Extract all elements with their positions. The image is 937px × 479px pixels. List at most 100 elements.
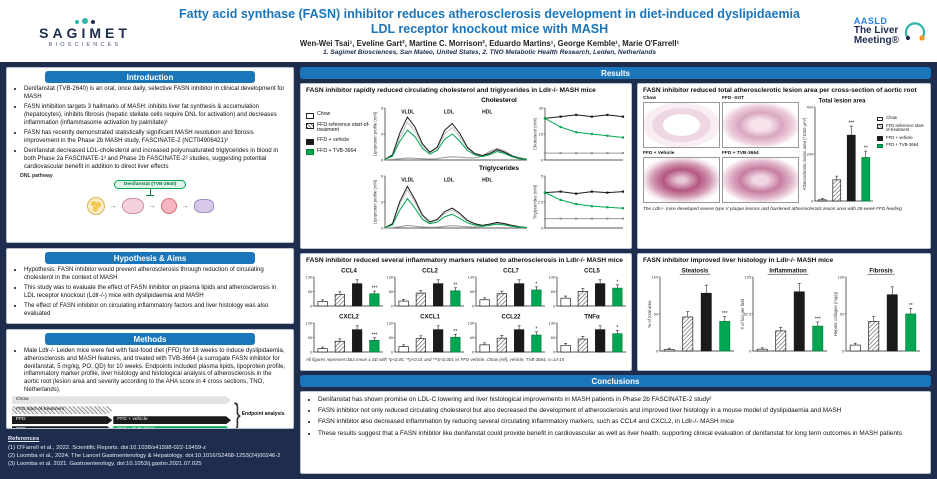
histology-image-cell: FFD + Vehicle (643, 151, 720, 204)
drug-inhibition: Denifanstat (TVB-2640) (12, 180, 288, 197)
svg-text:**: ** (453, 282, 457, 288)
conclusions-bullets: Denifanstat has shown promise on LDL-C l… (318, 396, 923, 438)
conclusions-header: Conclusions (300, 375, 931, 387)
endpoint-analysis: } Endpoint analysis (234, 396, 288, 429)
bullet-item: The effect of FASN inhibitor on circulat… (24, 302, 286, 318)
references: References (1) O'Farrell et al., 2022. S… (6, 434, 294, 469)
timeline-ffd-arrow: FFD (12, 426, 112, 429)
results-row-2: FASN inhibitor reduced several inflammat… (300, 253, 931, 371)
image-label: FFD -SOT (722, 96, 745, 101)
svg-text:65: 65 (307, 336, 311, 340)
svg-text:0: 0 (309, 350, 311, 354)
inflammation-panel: FASN inhibitor reduced several inflammat… (300, 253, 632, 371)
arrow-icon: → (148, 202, 156, 210)
svg-text:TNFα: TNFα (584, 315, 600, 321)
bullet-item: This study was to evaluate the effect of… (24, 284, 286, 300)
bullet-item: These results suggest that a FASN inhibi… (318, 430, 923, 438)
svg-text:0: 0 (471, 350, 473, 354)
bullet-item: Hypothesis: FASN inhibitor would prevent… (24, 266, 286, 282)
svg-text:50: 50 (654, 312, 658, 316)
histology-panel-title: FASN inhibitor improved liver histology … (643, 257, 834, 264)
legend-item: FFD + vehicle (877, 135, 925, 141)
legend-swatch-black (877, 136, 883, 141)
timeline-ffd-arrow: FFD (12, 416, 112, 424)
aortic-root-micrograph (722, 156, 799, 203)
legend-item: Chow (877, 115, 925, 121)
introduction-panel: Introduction Denifanstat (TVB-2640) is a… (6, 67, 294, 243)
lipids-panel-title: FASN inhibitor rapidly reduced circulati… (306, 87, 596, 94)
svg-text:125: 125 (745, 275, 751, 279)
aasld-logo: AASLD The Liver Meeting® (819, 16, 927, 47)
svg-text:8: 8 (381, 106, 383, 110)
svg-text:% of total area: % of total area (647, 300, 652, 328)
svg-text:130: 130 (306, 275, 312, 279)
legend-item: FFD + TVB-3664 (306, 148, 370, 156)
svg-text:Inflammation: Inflammation (769, 269, 807, 275)
svg-text:65: 65 (388, 336, 392, 340)
svg-text:0: 0 (656, 349, 658, 353)
legend-swatch-green (877, 143, 883, 149)
bullet-item: Denifanstat decreased LDL-cholesterol an… (24, 147, 286, 170)
svg-text:Hepatic collagen (mg/g): Hepatic collagen (mg/g) (833, 291, 838, 336)
bullet-item: Denifanstat (TVB-2640) is an oral, once … (24, 85, 286, 101)
svg-text:HDL: HDL (482, 178, 492, 184)
denifanstat-box: Denifanstat (TVB-2640) (114, 180, 186, 190)
svg-text:65: 65 (550, 336, 554, 340)
svg-text:Steatosis: Steatosis (682, 269, 709, 275)
svg-text:0: 0 (749, 349, 751, 353)
timeline-rows: Chow FFD start-of-treatment FFD FFD + ve… (12, 396, 231, 429)
svg-text:HDL: HDL (482, 110, 492, 116)
brace-icon: } (234, 398, 241, 429)
svg-text:50: 50 (840, 312, 844, 316)
svg-text:Atherosclerotic lesion area (*: Atherosclerotic lesion area (*1000 µm²) (802, 117, 807, 190)
lesion-panel: FASN inhibitor reduced total atheroscler… (637, 83, 931, 249)
svg-text:# of foci per field: # of foci per field (740, 298, 745, 329)
svg-text:100: 100 (652, 275, 658, 279)
svg-text:6: 6 (381, 174, 383, 178)
stats-footnote: All figures represent data mean ± SD wit… (306, 357, 565, 362)
aortic-root-micrograph (722, 101, 799, 148)
svg-text:*: * (535, 281, 537, 287)
svg-text:CCL7: CCL7 (503, 269, 519, 275)
sagimet-sub: BIOSCIENCES (48, 41, 122, 48)
legend-swatch-green (306, 149, 314, 156)
timeline-chow-arrow: Chow (12, 396, 231, 404)
cholesterol-label: Cholesterol (481, 97, 517, 104)
aasld-text: AASLD The Liver Meeting® (854, 16, 899, 47)
legend-item: Chow (306, 111, 370, 119)
svg-text:***: *** (371, 286, 377, 292)
svg-text:65: 65 (469, 290, 473, 294)
inhibition-cap-icon (146, 195, 154, 197)
svg-text:100: 100 (838, 275, 844, 279)
svg-text:0: 0 (381, 226, 383, 230)
svg-text:*: * (535, 326, 537, 332)
aortic-root-micrograph (643, 156, 720, 203)
conclusions-panel: Denifanstat has shown promise on LDL-C l… (300, 391, 931, 474)
svg-text:CCL5: CCL5 (584, 269, 600, 275)
timeline-tvb-row: FFD FFD + TVB-3664 (12, 426, 231, 429)
arrow-icon: → (109, 202, 117, 210)
svg-text:0: 0 (842, 349, 844, 353)
right-column: Results FASN inhibitor rapidly reduced c… (300, 67, 931, 474)
legend-swatch-black (306, 138, 314, 145)
svg-text:Triglycerides (mM): Triglycerides (mM) (533, 184, 538, 219)
